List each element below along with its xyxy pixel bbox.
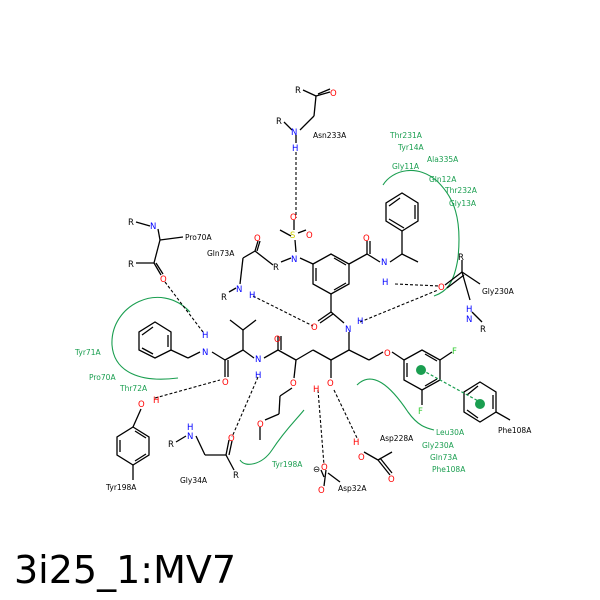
hydrophobic-label-gln12a: Gln12A bbox=[429, 175, 457, 184]
atom-H: H bbox=[313, 385, 319, 395]
atom-N: N bbox=[150, 222, 156, 232]
atom-N: N bbox=[466, 315, 472, 325]
hydrophobic-label-thr231a: Thr231A bbox=[389, 131, 423, 140]
atom-O: O bbox=[438, 283, 445, 293]
atom-O: O bbox=[138, 400, 145, 410]
residue-label-gly34a: Gly34A bbox=[180, 476, 208, 485]
atom-O: O bbox=[311, 323, 318, 333]
atom-O: O bbox=[363, 234, 370, 244]
atom-O: O bbox=[330, 89, 337, 99]
atom-charge: ⊖ bbox=[313, 465, 320, 475]
atom-O: O bbox=[321, 463, 328, 473]
atom-O: O bbox=[228, 434, 235, 444]
hydrophobic-label-thr232a: Thr232A bbox=[444, 186, 478, 195]
hydrophobic-label-ala335a: Ala335A bbox=[427, 155, 459, 164]
atom-N: N bbox=[236, 285, 242, 295]
pi-centroid-phe108a bbox=[475, 399, 485, 409]
atom-N: N bbox=[345, 325, 351, 335]
residue-label-gly230a: Gly230A bbox=[482, 287, 515, 296]
atom-N: N bbox=[291, 128, 297, 138]
atom-R: R bbox=[295, 86, 301, 96]
atom-R: R bbox=[276, 117, 282, 127]
atom-H: H bbox=[382, 278, 388, 288]
atom-O: O bbox=[318, 486, 325, 496]
atom-O: O bbox=[290, 213, 297, 223]
atom-S: S bbox=[290, 231, 295, 241]
atom-H: H bbox=[466, 305, 472, 315]
atom-O: O bbox=[388, 475, 395, 485]
hydrophobic-label-tyr198a: Tyr198A bbox=[271, 460, 303, 469]
atom-R: R bbox=[128, 218, 134, 228]
atom-N: N bbox=[255, 355, 261, 365]
atom-O: O bbox=[160, 275, 167, 285]
hydrophobic-label-tyr71a: Tyr71A bbox=[74, 348, 101, 357]
atom-N: N bbox=[381, 258, 387, 268]
atom-N: N bbox=[291, 255, 297, 265]
atom-F: F bbox=[452, 347, 457, 357]
residue-label-gln73a: Gln73A bbox=[207, 249, 235, 258]
atom-H: H bbox=[353, 438, 359, 448]
hydrophobic-label-phe108a: Phe108A bbox=[432, 465, 466, 474]
hydrophobic-label-gly11a: Gly11A bbox=[392, 162, 420, 171]
atom-H: H bbox=[249, 291, 255, 301]
residue-label-phe108a: Phe108A bbox=[498, 426, 532, 435]
pi-centroid-ligand bbox=[416, 365, 426, 375]
atom-O: O bbox=[257, 420, 264, 430]
residue-label-asn233a: Asn233A bbox=[313, 131, 347, 140]
atom-O: O bbox=[274, 335, 281, 345]
atom-H: H bbox=[187, 423, 193, 433]
hydrophobic-label-gly230a: Gly230A bbox=[422, 441, 455, 450]
atom-R: R bbox=[273, 263, 279, 273]
hydrophobic-label-pro70a: Pro70A bbox=[89, 373, 116, 382]
hydrophobic-label-gln73a: Gln73A bbox=[430, 453, 458, 462]
atom-O: O bbox=[254, 234, 261, 244]
atom-H: H bbox=[292, 144, 298, 154]
residue-label-tyr198a: Tyr198A bbox=[105, 483, 137, 492]
page-title: 3i25_1:MV7 bbox=[14, 548, 237, 592]
atom-H: H bbox=[357, 317, 363, 327]
hydrophobic-arc-top bbox=[382, 169, 460, 297]
hydrophobic-label-thr72a: Thr72A bbox=[119, 384, 148, 393]
atom-H: H bbox=[255, 371, 261, 381]
atom-O: O bbox=[306, 231, 313, 241]
atom-O: O bbox=[290, 379, 297, 389]
residue-label-asp32a: Asp32A bbox=[338, 484, 367, 493]
atom-O: O bbox=[327, 379, 334, 389]
atom-R: R bbox=[458, 253, 464, 263]
atom-O: O bbox=[358, 453, 365, 463]
atom-R: R bbox=[221, 293, 227, 303]
residue-label-pro70a: Pro70A bbox=[185, 233, 212, 242]
hydrophobic-label-tyr14a: Tyr14A bbox=[397, 143, 424, 152]
hydrophobic-arc-bottom-right bbox=[356, 378, 435, 431]
hydrophobic-arc-bottom-left bbox=[239, 409, 305, 465]
hydrophobic-label-gly13a: Gly13A bbox=[449, 199, 477, 208]
atom-R: R bbox=[168, 440, 174, 450]
hydrophobic-label-leu30a: Leu30A bbox=[436, 428, 465, 437]
atom-H: H bbox=[153, 396, 159, 406]
atom-R: R bbox=[480, 325, 486, 335]
residue-label-asp228a: Asp228A bbox=[380, 434, 414, 443]
atom-N: N bbox=[187, 432, 193, 442]
hydrophobic-arc-left bbox=[111, 296, 191, 380]
atom-N: N bbox=[202, 348, 208, 358]
atom-R: R bbox=[233, 471, 239, 481]
atom-R: R bbox=[128, 260, 134, 270]
atom-O: O bbox=[222, 378, 229, 388]
atom-F: F bbox=[418, 407, 423, 417]
atom-H: H bbox=[202, 331, 208, 341]
atom-O: O bbox=[384, 349, 391, 359]
